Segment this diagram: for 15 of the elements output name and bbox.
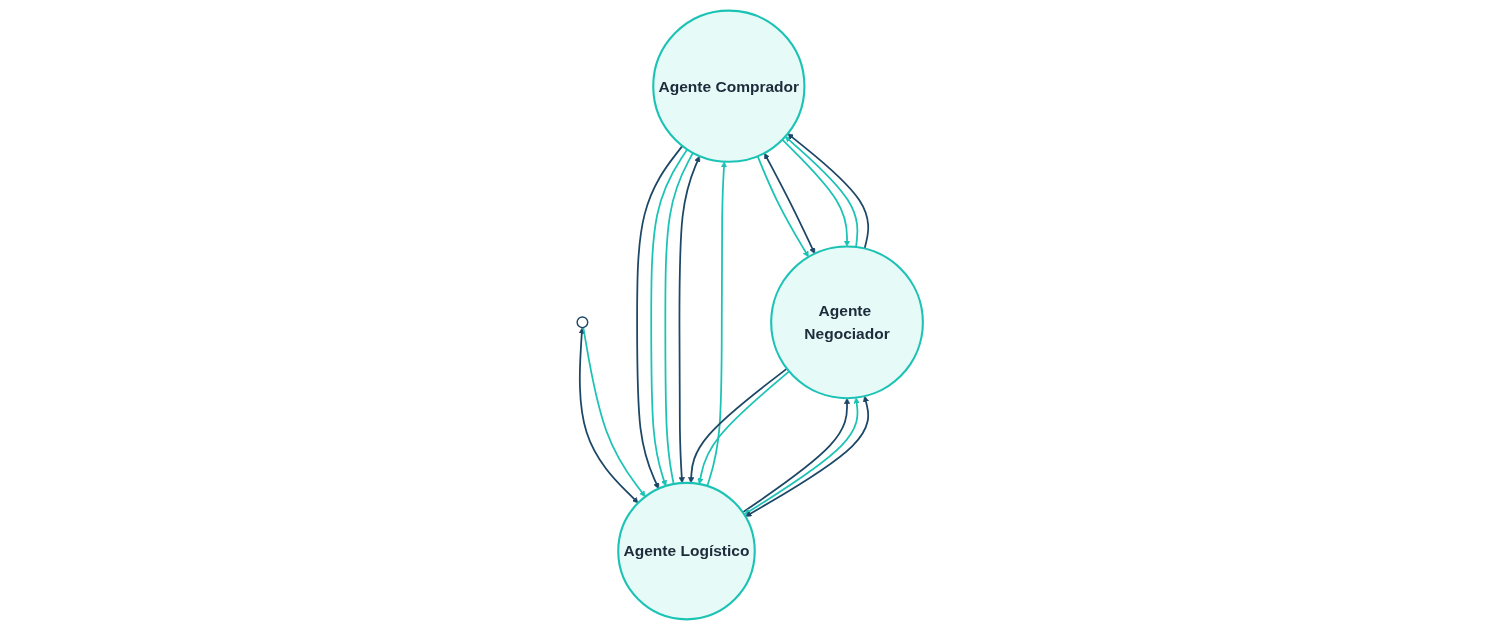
arrow — [706, 161, 728, 487]
node-circle: Agente Comprador — [652, 9, 806, 163]
connector — [664, 151, 694, 485]
arrow — [756, 155, 809, 258]
node-circle: Agente Negociador — [770, 245, 924, 400]
arrow — [781, 138, 851, 247]
arrow — [650, 148, 689, 487]
arrow — [678, 155, 701, 484]
arrow — [764, 152, 816, 254]
node-circle: Agente Logístico — [617, 481, 756, 621]
arrow — [636, 145, 684, 490]
arrow — [785, 136, 859, 248]
arrow — [582, 326, 646, 497]
node-circle — [576, 316, 589, 329]
arrow — [578, 327, 639, 504]
